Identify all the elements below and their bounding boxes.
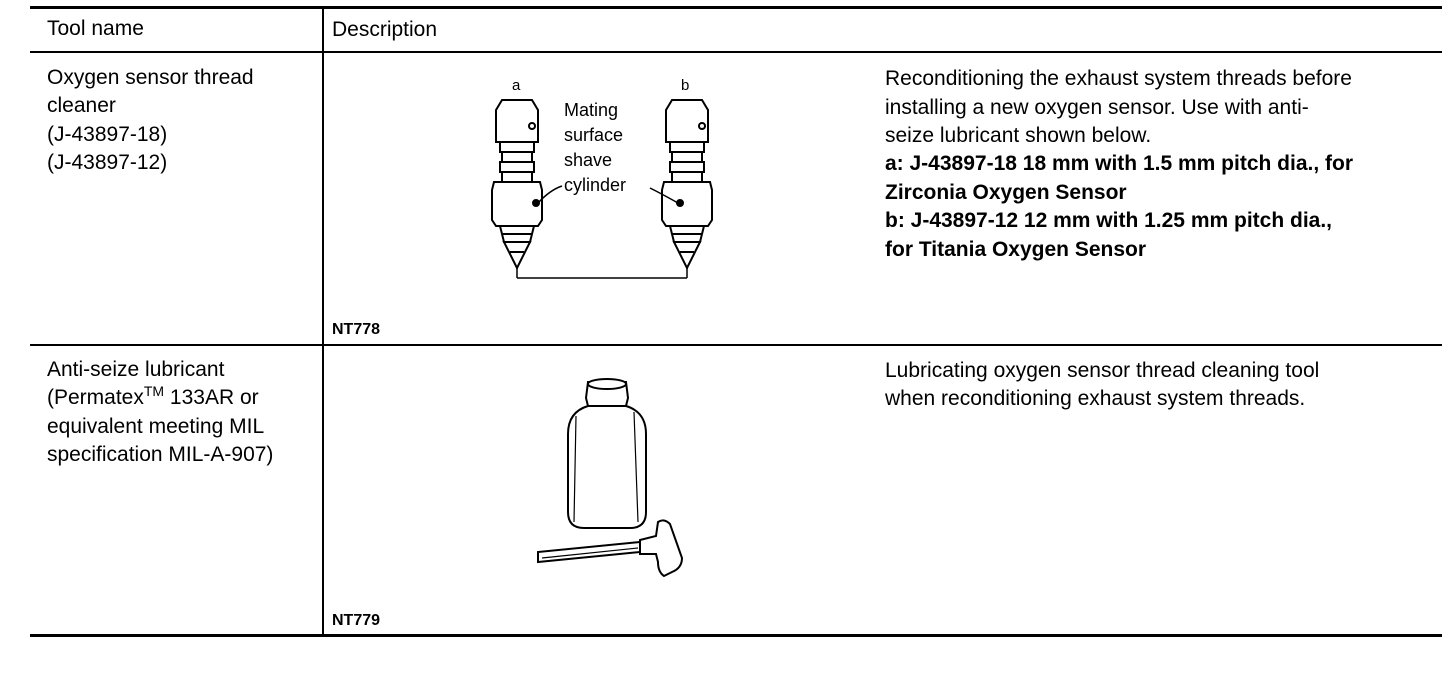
tool-name-line: specification MIL-A-907)	[47, 443, 274, 466]
tool-name-line: (PermatexTM 133AR or	[47, 384, 259, 413]
figure-id: NT778	[332, 321, 381, 338]
tool-name-line: Oxygen sensor thread	[47, 66, 254, 89]
description-bold-line: a: J-43897-18 18 mm with 1.5 mm pitch di…	[885, 152, 1353, 175]
description-line: installing a new oxygen sensor. Use with…	[885, 96, 1309, 119]
figure-id: NT779	[332, 612, 381, 629]
tool-name-line: cleaner	[47, 94, 116, 117]
callout-line: cylinder	[564, 175, 627, 195]
thread-cleaner-illustration	[480, 70, 740, 290]
tool-name-line: equivalent meeting MIL	[47, 415, 265, 438]
tool-name-text: 133AR or	[164, 386, 259, 409]
table-column-divider	[322, 6, 324, 637]
description-line: when reconditioning exhaust system threa…	[885, 387, 1306, 410]
table-row-divider	[30, 344, 1442, 346]
table-header-rule	[30, 51, 1442, 53]
tool-name-line: Anti-seize lubricant	[47, 358, 225, 381]
description-bold-line: Zirconia Oxygen Sensor	[885, 181, 1127, 204]
table-top-rule	[30, 6, 1442, 9]
table-bottom-rule	[30, 634, 1442, 637]
figure-label-a: a	[512, 77, 521, 94]
description-line: seize lubricant shown below.	[885, 124, 1152, 147]
tool-name-text: (Permatex	[47, 386, 144, 409]
header-tool-name: Tool name	[47, 17, 144, 40]
callout-line: shave	[564, 150, 613, 170]
description-bold-line: b: J-43897-12 12 mm with 1.25 mm pitch d…	[885, 209, 1332, 232]
callout-line: Mating	[564, 100, 619, 120]
description-line: Lubricating oxygen sensor thread cleanin…	[885, 359, 1320, 382]
trademark-superscript: TM	[143, 383, 165, 399]
callout-label: Mating surface shave cylinder	[564, 98, 626, 198]
tool-name-line: (J-43897-12)	[47, 151, 168, 174]
header-description: Description	[332, 18, 438, 41]
callout-line: surface	[564, 125, 624, 145]
description-line: Reconditioning the exhaust system thread…	[885, 67, 1352, 90]
lubricant-bottle-illustration	[530, 372, 690, 582]
tool-name-line: (J-43897-18)	[47, 123, 168, 146]
description-bold-line: for Titania Oxygen Sensor	[885, 238, 1147, 261]
figure-label-b: b	[681, 77, 690, 94]
